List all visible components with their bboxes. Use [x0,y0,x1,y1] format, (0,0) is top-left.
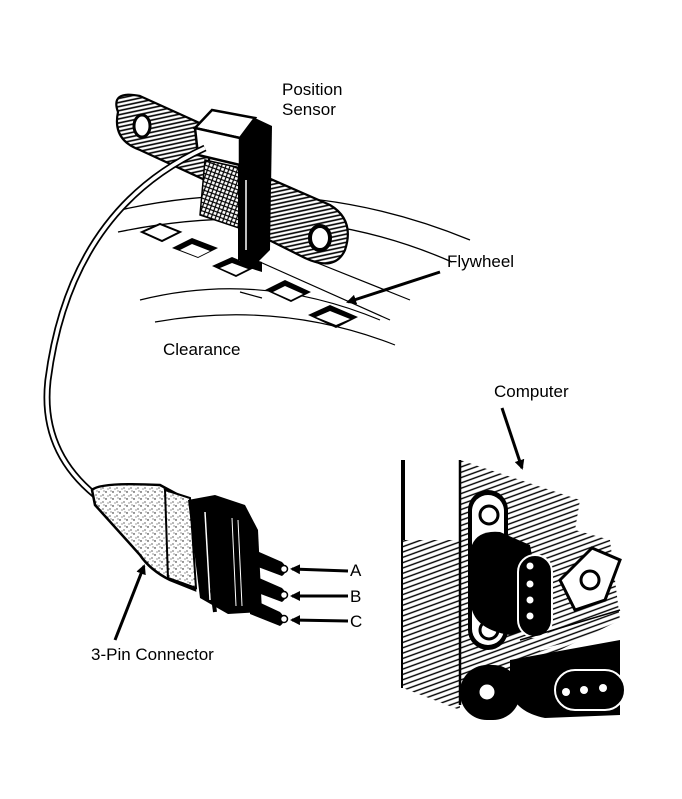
pin-a-arrow [290,564,349,575]
clearance-tick [239,291,263,299]
connector-pin-b [250,574,289,602]
flywheel-slot [308,305,358,328]
pin-a-label: A [350,561,362,580]
computer-label: Computer [494,382,569,401]
flywheel-slot [139,222,183,243]
flywheel-slot [172,238,218,258]
position-sensor-label: Position Sensor [282,80,342,120]
flywheel [117,194,471,346]
sensor-cable [43,144,207,498]
connector-label: 3-Pin Connector [91,645,214,664]
position-sensor-label-line2: Sensor [282,100,336,119]
pin-b-label: B [350,587,362,606]
connector-arrow [113,564,146,641]
position-sensor-label-line1: Position [282,80,343,99]
flywheel-slot [212,257,256,277]
clearance-label: Clearance [163,340,241,359]
connector-pin-a [250,548,289,576]
pin-c-arrow [290,615,349,626]
connector-pin-c [250,598,289,626]
pin-c-label: C [350,612,363,631]
computer [401,460,626,720]
computer-arrow [500,407,525,470]
flywheel-arrow [346,270,441,305]
flywheel-label: Flywheel [447,252,515,271]
position-sensor [115,93,349,272]
three-pin-connector [90,482,289,626]
flywheel-slot [265,280,311,302]
